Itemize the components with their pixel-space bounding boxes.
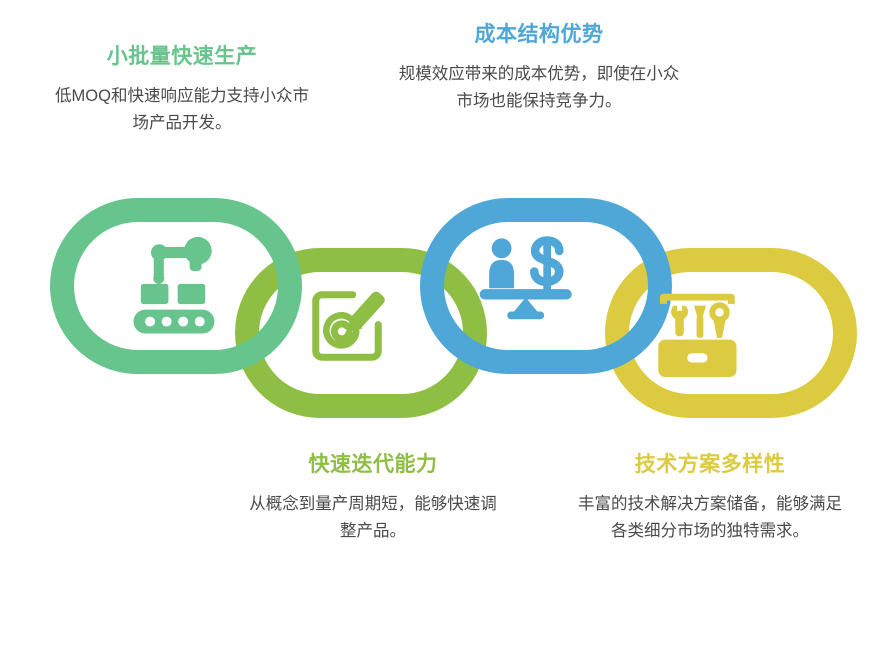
label-block-bottom-left: 快速迭代能力 从概念到量产周期短，能够快速调整产品。	[242, 452, 504, 545]
chain-link-2-ring	[235, 248, 487, 418]
chain-link-3-ring	[420, 198, 672, 374]
label-body-top-right: 规模效应带来的成本优势，即使在小众市场也能保持竞争力。	[398, 65, 680, 110]
label-block-top-left: 小批量快速生产 低MOQ和快速响应能力支持小众市场产品开发。	[48, 44, 316, 137]
label-body-bottom-right: 丰富的技术解决方案储备，能够满足各类细分市场的独特需求。	[578, 495, 842, 540]
label-title-top-left: 小批量快速生产	[106, 45, 258, 68]
label-block-bottom-right: 技术方案多样性 丰富的技术解决方案储备，能够满足各类细分市场的独特需求。	[578, 452, 842, 545]
label-title-bottom-right: 技术方案多样性	[634, 453, 786, 476]
balance-scale-person-dollar-icon	[480, 238, 571, 319]
label-title-top-right: 成本结构优势	[474, 23, 604, 46]
label-block-top-right: 成本结构优势 规模效应带来的成本优势，即使在小众市场也能保持竞争力。	[398, 22, 680, 115]
toolbox-tools-icon	[658, 293, 737, 377]
label-body-top-left: 低MOQ和快速响应能力支持小众市场产品开发。	[55, 87, 309, 132]
label-body-bottom-left: 从概念到量产周期短，能够快速调整产品。	[249, 495, 497, 540]
robot-arm-conveyor-icon	[133, 236, 215, 334]
label-title-bottom-left: 快速迭代能力	[308, 453, 438, 476]
chain-link-4-ring	[605, 248, 857, 418]
edit-iteration-icon	[316, 290, 386, 357]
chain-link-1-ring	[50, 198, 302, 374]
